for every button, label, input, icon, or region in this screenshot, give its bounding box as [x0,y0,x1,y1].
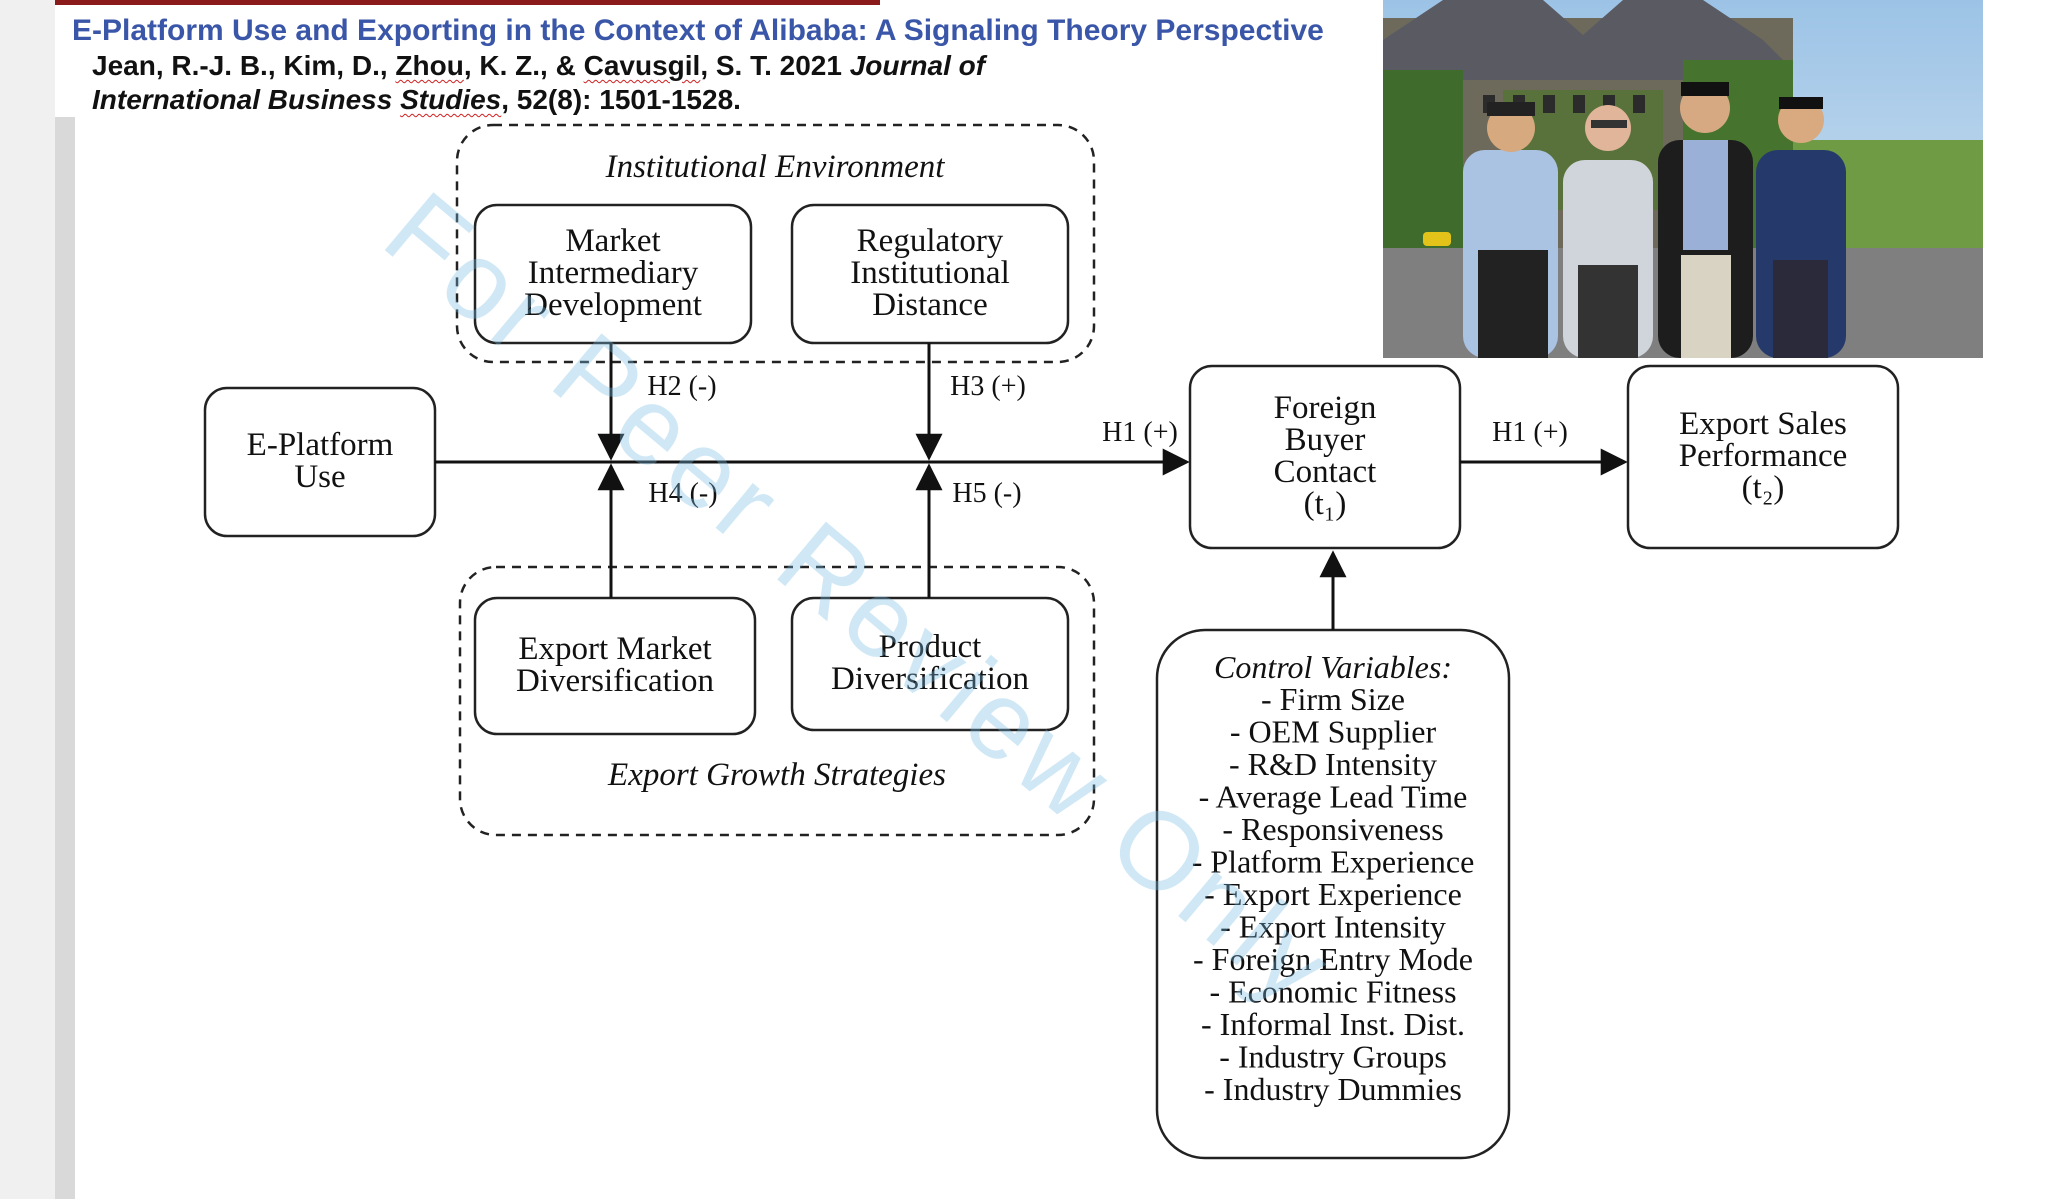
product-div-line-2: Diversification [831,661,1029,697]
title-accent-bar [55,0,880,5]
control-variable-item: - R&D Intensity [1229,746,1437,782]
regulatory-distance-line-2: Institutional [850,255,1010,291]
institutional-environment-frame [455,123,1096,364]
header-band [55,5,1385,117]
export-market-div-line-2: Diversification [516,663,714,699]
control-variable-item: - Platform Experience [1192,844,1475,880]
slide-shadow-strip [55,110,75,1199]
regulatory-distance-line-3: Distance [872,287,987,323]
control-variable-item: - Economic Fitness [1209,974,1456,1010]
control-variables-list: - Firm Size- OEM Supplier- R&D Intensity… [1192,681,1475,1107]
citation-studies: Studies [400,84,502,115]
control-variable-item: - Industry Groups [1219,1039,1447,1075]
export-sales-line-1: Export Sales [1679,406,1847,442]
foreign-buyer-line-4: (t₁) [1304,486,1347,522]
control-variable-item: - Industry Dummies [1204,1071,1462,1107]
authors-group-photo [1383,0,1983,358]
h1-second-label: H1 (+) [1492,417,1568,448]
h4-label: H4 (-) [648,478,717,509]
institutional-environment-label: Institutional Environment [605,149,946,185]
eplatform-use-line-1: E-Platform [247,427,394,463]
citation-cavusgil: Cavusgil [583,50,701,81]
export-growth-strategies-frame [458,565,1096,837]
h3-label: H3 (+) [950,371,1026,402]
control-variable-item: - Firm Size [1261,681,1405,717]
h2-label: H2 (-) [647,371,716,402]
slide-title: E-Platform Use and Exporting in the Cont… [72,14,1324,47]
citation-authors-a: Jean, R.-J. B., Kim, D., [92,50,396,81]
market-intermediary-line-2: Intermediary [528,255,699,291]
citation-journal-b: International Business [92,84,401,115]
control-variable-item: - Informal Inst. Dist. [1201,1006,1465,1042]
control-variables-title: Control Variables: [1214,649,1452,685]
left-margin-strip [0,0,55,1199]
h1-first-label: H1 (+) [1102,417,1178,448]
control-variable-item: - Foreign Entry Mode [1193,941,1473,977]
citation-authors-c: , S. T. 2021 [700,50,850,81]
export-market-div-line-1: Export Market [518,631,711,667]
market-intermediary-box [473,203,753,345]
citation-volume: , 52(8): 1501-1528. [501,84,741,115]
foreign-buyer-line-1: Foreign [1274,390,1377,426]
citation-line-2: International Business Studies, 52(8): 1… [92,84,741,116]
foreign-buyer-line-2: Buyer [1285,422,1366,458]
control-variable-item: - Average Lead Time [1199,779,1468,815]
foreign-buyer-line-3: Contact [1274,454,1377,490]
control-variable-item: - Export Intensity [1220,909,1446,945]
export-sales-line-2: Performance [1679,438,1848,474]
export-market-diversification-box [473,596,757,736]
eplatform-use-line-2: Use [294,459,345,495]
foreign-buyer-contact-box [1188,364,1462,550]
product-div-line-1: Product [879,629,982,665]
citation-authors-b: , K. Z., & [463,50,584,81]
h5-label: H5 (-) [952,478,1021,509]
citation-journal-a: Journal of [849,50,986,81]
export-sales-line-3: (t₂) [1742,470,1785,506]
market-intermediary-line-1: Market [565,223,660,259]
market-intermediary-line-3: Development [524,287,702,323]
citation-zhou: Zhou [395,50,464,81]
export-growth-strategies-label: Export Growth Strategies [607,757,946,793]
citation-line-1: Jean, R.-J. B., Kim, D., Zhou, K. Z., & … [92,50,985,82]
control-variable-item: - OEM Supplier [1230,714,1437,750]
export-sales-performance-box [1626,364,1900,550]
regulatory-distance-line-1: Regulatory [857,223,1004,259]
control-variable-item: - Export Experience [1204,876,1462,912]
control-variable-item: - Responsiveness [1222,811,1443,847]
